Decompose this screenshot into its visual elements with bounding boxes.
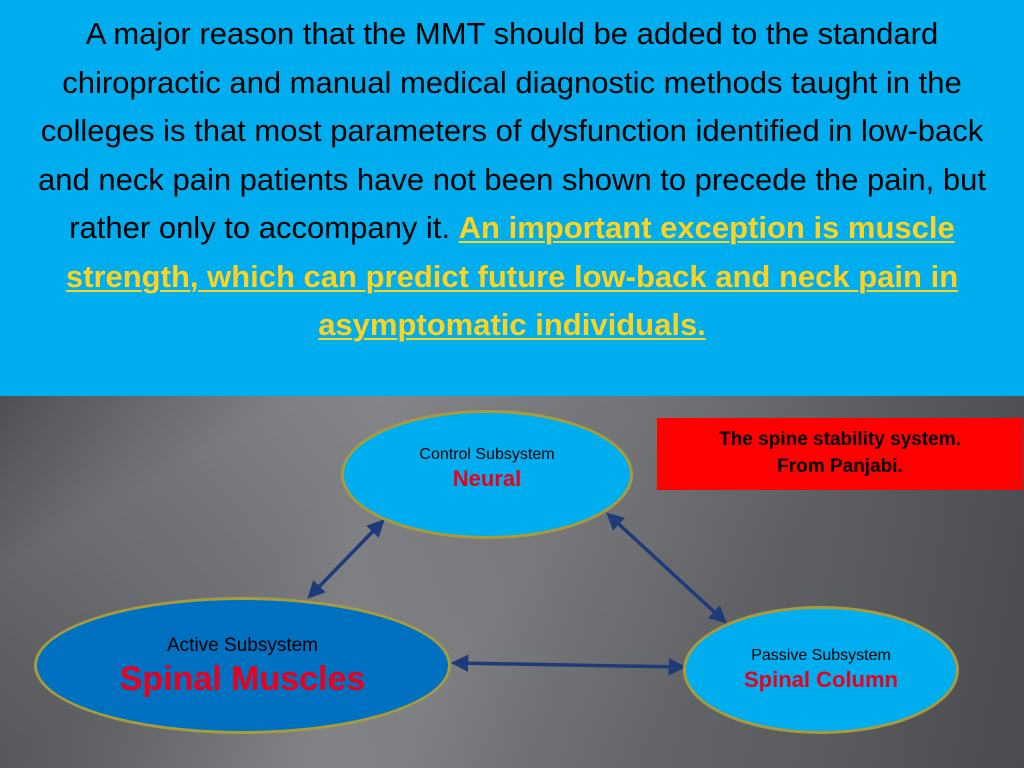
node-control-subtitle: Control Subsystem bbox=[419, 445, 555, 463]
arrow-control-passive bbox=[606, 512, 727, 624]
node-active-title: Spinal Muscles bbox=[119, 659, 366, 698]
node-control-title: Neural bbox=[452, 465, 522, 491]
node-control-subsystem: Control Subsystem Neural bbox=[341, 410, 633, 539]
node-active-subsystem: Active Subsystem Spinal Muscles bbox=[34, 597, 451, 734]
node-passive-title: Spinal Column bbox=[744, 667, 898, 692]
arrow-active-passive bbox=[450, 654, 687, 676]
paragraph-highlight: An important exception is muscle strengt… bbox=[65, 210, 959, 342]
node-passive-subtitle: Passive Subsystem bbox=[751, 647, 891, 664]
text-panel: A major reason that the MMT should be ad… bbox=[0, 0, 1024, 396]
arrow-control-active bbox=[307, 519, 385, 599]
node-active-subtitle: Active Subsystem bbox=[167, 634, 318, 656]
caption-line-2: From Panjabi. bbox=[777, 456, 903, 477]
caption-line-1: The spine stability system. bbox=[719, 429, 961, 450]
caption-box: The spine stability system. From Panjabi… bbox=[657, 418, 1023, 490]
paragraph-plain: A major reason that the MMT should be ad… bbox=[38, 16, 986, 245]
node-passive-subsystem: Passive Subsystem Spinal Column bbox=[683, 606, 959, 734]
